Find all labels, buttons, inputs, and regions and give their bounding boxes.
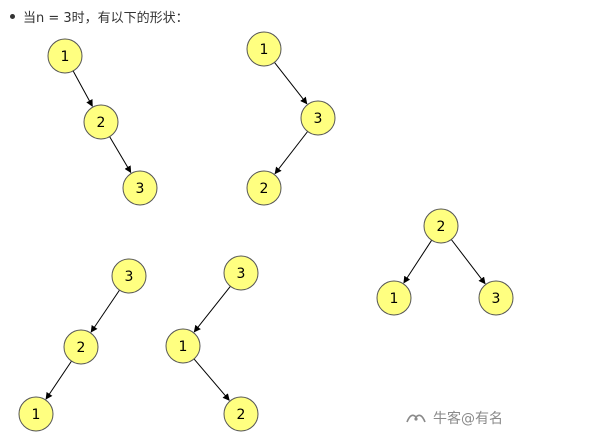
tree-4-edge-2	[45, 360, 72, 400]
intro-text: 当n = 3时，有以下的形状：	[23, 10, 189, 26]
tree-2-node-1	[246, 31, 282, 67]
tree-5-edge-2	[193, 358, 230, 401]
tree-1-node-1	[47, 38, 83, 74]
tree-3: 2 1 3	[376, 208, 514, 316]
tree-3-edge-1	[403, 239, 433, 284]
tree-3-node-3	[478, 280, 514, 316]
bullet-dot	[10, 13, 15, 19]
tree-5-node-2	[223, 396, 259, 432]
tree-4-node-label-3: 3	[125, 269, 134, 285]
tree-5: 3 1 2	[165, 255, 259, 432]
watermark-text: 牛客@有名	[433, 411, 503, 427]
intro-line: 当n = 3时，有以下的形状：	[4, 6, 189, 26]
tree-1-node-label-2: 2	[97, 115, 106, 131]
tree-1-node-label-3: 3	[136, 181, 145, 197]
tree-1: 1 2 3	[47, 38, 158, 206]
tree-5-node-label-3: 3	[237, 266, 246, 282]
tree-5-node-label-1: 1	[179, 339, 188, 355]
tree-2-node-3	[300, 100, 336, 136]
tree-4-edge-1	[90, 289, 120, 333]
tree-2-edge-2	[274, 131, 308, 175]
tree-2-edge-1	[274, 62, 308, 105]
tree-1-node-label-1: 1	[61, 49, 70, 65]
watermark: 牛客@有名	[405, 407, 503, 429]
tree-4-node-label-2: 2	[77, 340, 86, 356]
tree-5-node-3	[223, 255, 259, 291]
tree-3-edge-2	[450, 239, 486, 285]
tree-1-edge-1	[72, 70, 93, 107]
tree-3-node-label-2: 2	[437, 219, 446, 235]
edges-layer	[45, 62, 486, 401]
tree-1-node-2	[83, 104, 119, 140]
tree-1-node-3	[122, 170, 158, 206]
tree-3-node-2	[423, 208, 459, 244]
tree-5-node-label-2: 2	[237, 407, 246, 423]
tree-3-node-label-1: 1	[390, 291, 399, 307]
tree-4-node-3	[111, 258, 147, 294]
tree-2-node-label-2: 2	[260, 181, 269, 197]
nodes-layer: 1 2 3 1 3 2 2 1 3 3 2 1 3 1 2	[18, 31, 514, 432]
tree-4-node-2	[63, 329, 99, 365]
tree-2: 1 3 2	[246, 31, 336, 206]
tree-2-node-label-1: 1	[260, 42, 269, 58]
tree-3-node-1	[376, 280, 412, 316]
tree-4-node-label-1: 1	[32, 407, 41, 423]
niuke-logo-icon	[406, 414, 426, 423]
tree-4: 3 2 1	[18, 258, 147, 432]
tree-2-node-2	[246, 170, 282, 206]
tree-5-edge-1	[193, 285, 231, 333]
tree-3-node-label-3: 3	[492, 291, 501, 307]
tree-2-node-label-3: 3	[314, 111, 323, 127]
tree-1-edge-2	[109, 136, 132, 174]
tree-4-node-1	[18, 396, 54, 432]
tree-5-node-1	[165, 328, 201, 364]
